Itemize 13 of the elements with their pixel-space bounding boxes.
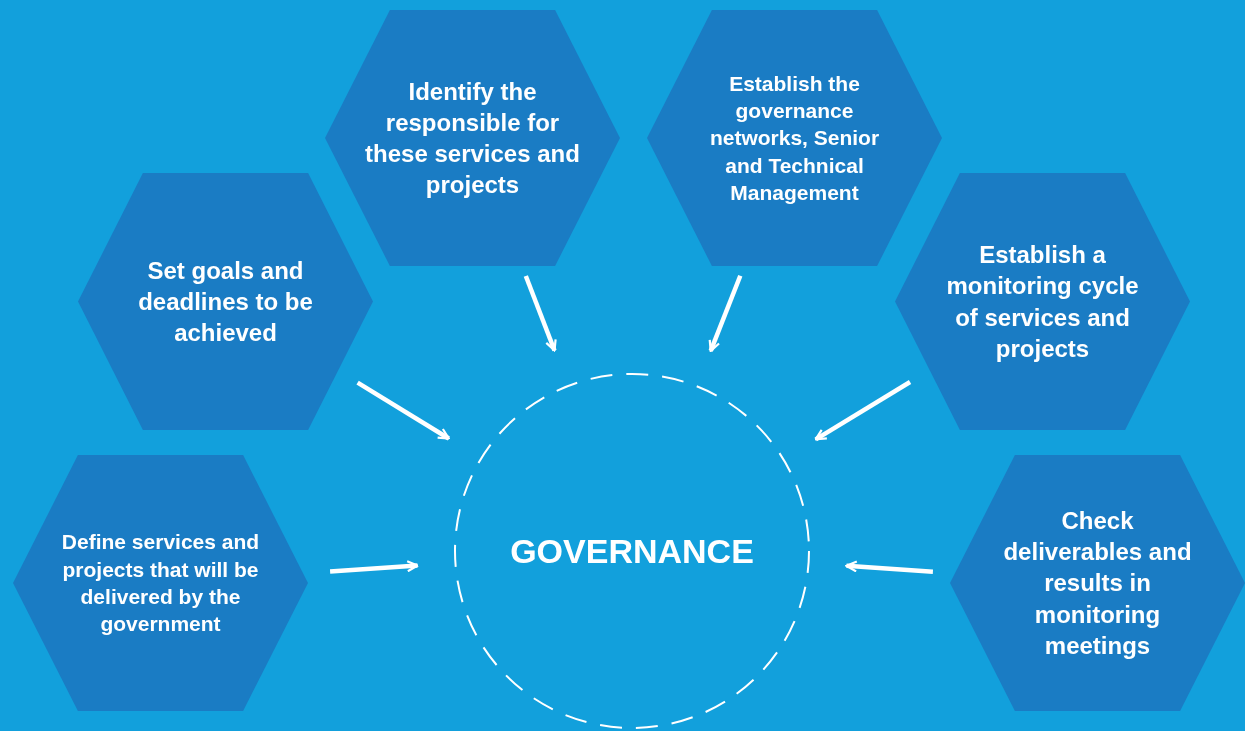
arrow <box>356 380 450 441</box>
arrow <box>708 274 743 353</box>
arrow <box>523 275 557 352</box>
arrow <box>845 560 934 574</box>
step-text: Set goals and deadlines to be achieved <box>137 255 314 349</box>
center-title: GOVERNANCE <box>509 530 755 572</box>
step-text: Establish a monitoring cycle of services and projects <box>945 240 1140 364</box>
arrow <box>329 560 419 574</box>
step-text: Establish the governance networks, Senior and Technical Management <box>708 70 881 206</box>
step-text: Define services and projects that will be delivered by the government <box>60 529 261 638</box>
step-text: Identify the responsible for these services and projects <box>364 76 581 201</box>
arrow <box>814 380 912 442</box>
step-text: Check deliverables and results in monitoring meetings <box>1002 506 1193 661</box>
